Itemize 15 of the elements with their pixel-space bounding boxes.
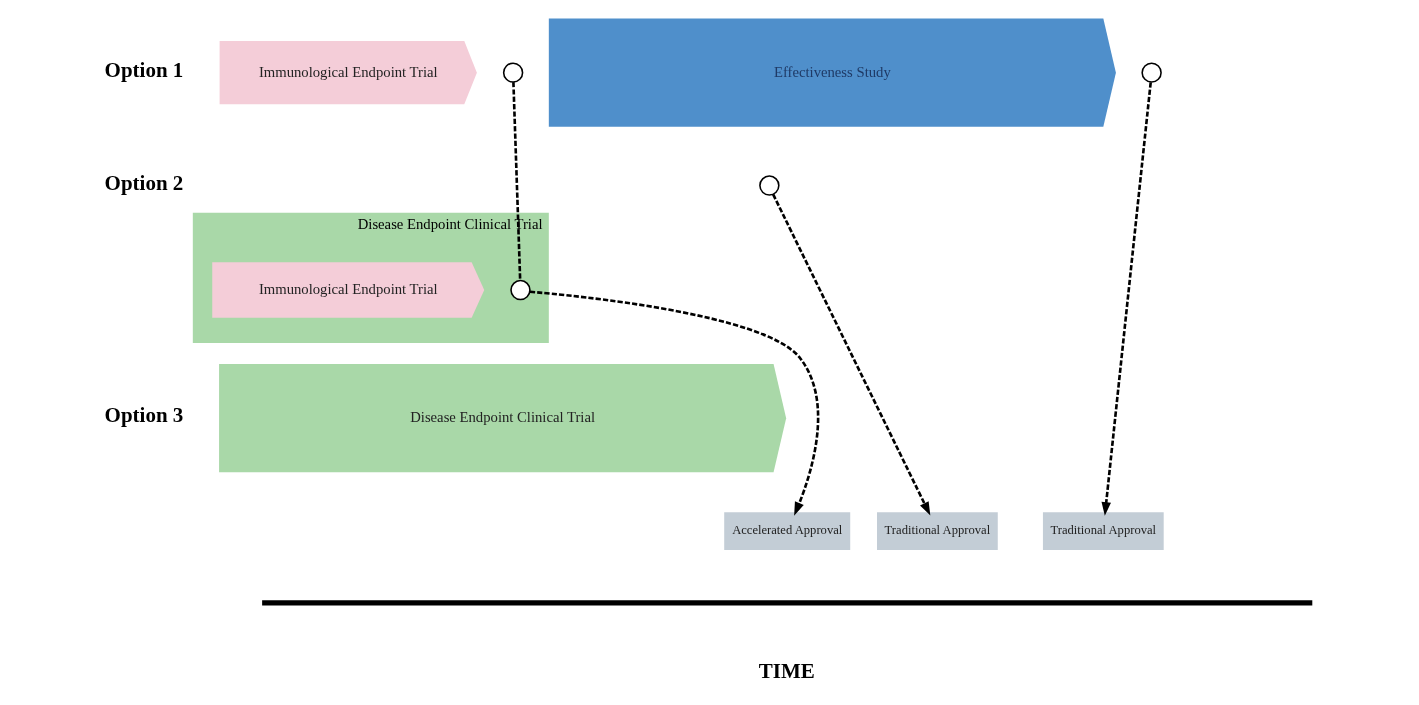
label: Option 3 (104, 403, 184, 428)
connector (512, 82, 522, 281)
arrow (1101, 82, 1152, 516)
node-circle (1141, 62, 1162, 83)
node-box: Accelerated Approval (724, 512, 851, 550)
node-circle (510, 279, 531, 301)
label: Option 2 (104, 170, 184, 195)
label: TIME (758, 659, 815, 684)
arrow (529, 290, 820, 516)
arrow (772, 193, 931, 516)
label: Option 1 (104, 57, 184, 82)
node-circle (502, 62, 524, 83)
node-box: Traditional Approval (877, 512, 998, 550)
node-circle (759, 175, 780, 196)
node-box: Traditional Approval (1042, 512, 1164, 550)
